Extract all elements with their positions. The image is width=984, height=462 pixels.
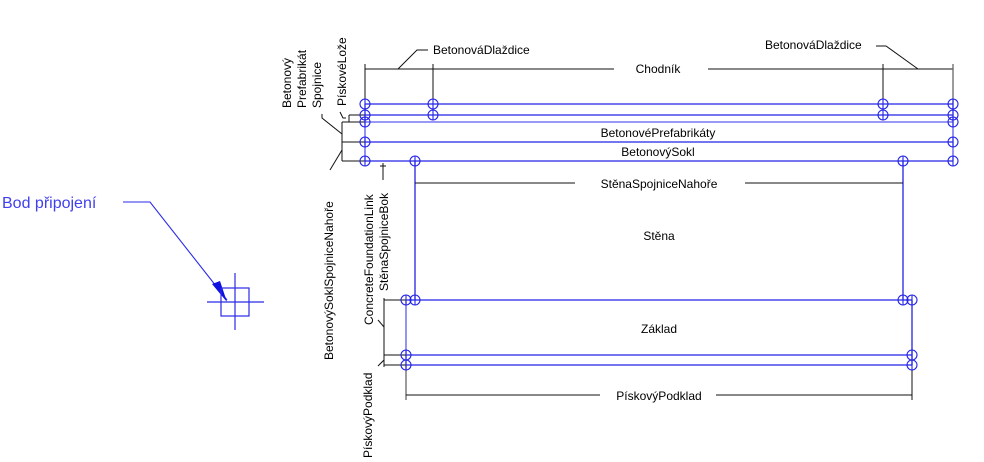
wall-label: Stěna <box>643 229 675 243</box>
connection-point-icon[interactable] <box>947 98 959 110</box>
plinth-label: BetonovýSokl <box>621 145 694 159</box>
paving-label: BetonováDlaždice <box>765 38 862 52</box>
left-annotations: Betonový Prefabrikát Spojnice PískovéLož… <box>280 37 406 458</box>
connection-point-icon[interactable] <box>409 294 421 306</box>
connection-point-icon[interactable] <box>947 116 959 128</box>
paving-label-left: BetonováDlaždice <box>397 43 530 70</box>
sidewalk-dimension: Chodník <box>364 60 954 104</box>
connection-point-icon[interactable] <box>359 98 371 110</box>
connection-point-icon[interactable] <box>359 116 371 128</box>
connection-point-icon[interactable] <box>427 109 439 121</box>
paving-label: BetonováDlaždice <box>433 43 530 57</box>
arrow-head-icon <box>212 281 227 302</box>
foundation: Základ <box>405 299 913 366</box>
attachment-leader <box>123 201 228 301</box>
connection-point-icon[interactable] <box>897 155 909 167</box>
sand-base-label: PískovýPodklad <box>616 389 701 403</box>
attachment-point-icon <box>207 273 264 330</box>
sidewalk-label: Chodník <box>636 62 682 76</box>
wall-side-link-label: StěnaSpojniceBok <box>377 192 391 291</box>
sand-base-side-label: PískovýPodklad <box>361 373 375 458</box>
connection-points[interactable] <box>359 98 959 371</box>
wall: StěnaSpojniceNahoře Stěna <box>414 161 904 300</box>
wall-top-link-label: StěnaSpojniceNahoře <box>601 177 718 191</box>
concrete-foundation-link-label: ConcreteFoundationLink <box>362 193 376 325</box>
connection-point-icon[interactable] <box>877 109 889 121</box>
prefab-link-line3: Spojnice <box>310 62 324 108</box>
sand-bed-label: PískovéLože <box>335 37 349 106</box>
attachment-label: Bod připojení <box>2 195 97 212</box>
connection-point-icon[interactable] <box>877 98 889 110</box>
foundation-label: Základ <box>641 322 677 336</box>
connection-point-icon[interactable] <box>400 359 412 371</box>
connection-point-icon[interactable] <box>906 294 918 306</box>
connection-point-icon[interactable] <box>947 136 959 148</box>
connection-point-icon[interactable] <box>359 155 371 167</box>
top-layers: BetonovéPrefabrikáty BetonovýSokl <box>364 103 954 162</box>
sand-base-dimension: PískovýPodklad <box>405 365 913 403</box>
prefab-label: BetonovéPrefabrikáty <box>601 126 716 140</box>
paving-label-right: BetonováDlaždice <box>765 38 919 70</box>
connection-point-icon[interactable] <box>906 359 918 371</box>
connection-point-icon[interactable] <box>359 136 371 148</box>
connection-point-icon[interactable] <box>409 155 421 167</box>
prefab-link-line1: Betonový <box>280 58 294 108</box>
plinth-top-link-label: BetonovýSoklSpojniceNahoře <box>322 201 336 360</box>
connection-point-icon[interactable] <box>897 294 909 306</box>
prefab-link-line2: Prefabrikát <box>295 49 309 108</box>
attachment-point[interactable]: Bod připojení <box>2 195 264 330</box>
connection-point-icon[interactable] <box>947 155 959 167</box>
connection-point-icon[interactable] <box>427 98 439 110</box>
connection-point-icon[interactable] <box>400 294 412 306</box>
